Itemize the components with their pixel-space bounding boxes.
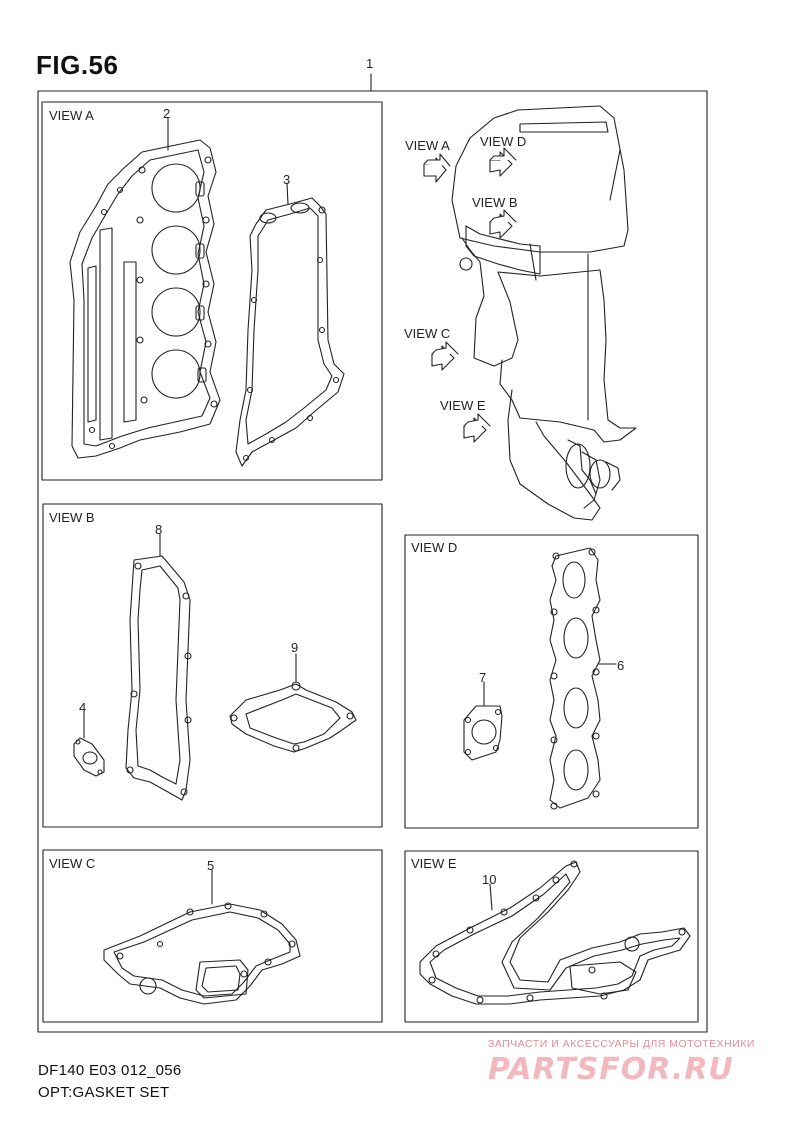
throttle-body-gasket [463, 705, 503, 761]
panel-label-view-c: VIEW C [49, 856, 96, 871]
diagram-code: DF140 E03 012_056 [38, 1062, 182, 1079]
panel-label-view-d: VIEW D [411, 540, 458, 555]
view-arrows [423, 147, 517, 443]
figure-title: FIG.56 [36, 50, 119, 80]
engine-label-view-d: VIEW D [480, 134, 527, 149]
panel-view-a [41, 101, 383, 481]
panel-view-b [42, 503, 383, 828]
callout-9: 9 [291, 640, 299, 655]
panel-view-c [42, 849, 383, 1023]
lower-case-gasket [103, 902, 301, 1005]
callout-3: 3 [283, 172, 291, 187]
panel-view-e [404, 850, 699, 1023]
diagram-description: OPT:GASKET SET [38, 1084, 170, 1101]
callout-6: 6 [617, 658, 625, 673]
callout-10: 10 [482, 872, 497, 887]
panel-label-view-e: VIEW E [411, 856, 457, 871]
engine-label-view-a: VIEW A [405, 138, 450, 153]
cylinder-head-gasket [69, 139, 221, 459]
exhaust-cover-gasket [125, 555, 192, 801]
intake-manifold-gasket [549, 547, 601, 810]
panel-view-d [404, 534, 699, 829]
engine-label-view-b: VIEW B [472, 195, 518, 210]
engine-label-view-e: VIEW E [440, 398, 486, 413]
head-cover-gasket [235, 197, 345, 467]
callout-8: 8 [155, 522, 163, 537]
callout-1: 1 [366, 56, 374, 71]
engine-label-view-c: VIEW C [404, 326, 451, 341]
thermostat-cover-gasket [229, 681, 357, 753]
panel-label-view-b: VIEW B [49, 510, 95, 525]
gear-case-gasket [419, 860, 691, 1005]
small-flange-gasket [73, 737, 105, 777]
outboard-motor-illustration [451, 105, 637, 521]
watermark-logo: PARTSFOR.RU [488, 1052, 734, 1087]
callout-7: 7 [479, 670, 487, 685]
watermark-caption: ЗАПЧАСТИ И АКСЕССУАРЫ ДЛЯ МОТОТЕХНИКИ [488, 1038, 755, 1050]
gasket-set-frame [37, 90, 708, 1033]
callout-2: 2 [163, 106, 171, 121]
callout-5: 5 [207, 858, 215, 873]
callout-4: 4 [79, 700, 87, 715]
panel-label-view-a: VIEW A [49, 108, 94, 123]
